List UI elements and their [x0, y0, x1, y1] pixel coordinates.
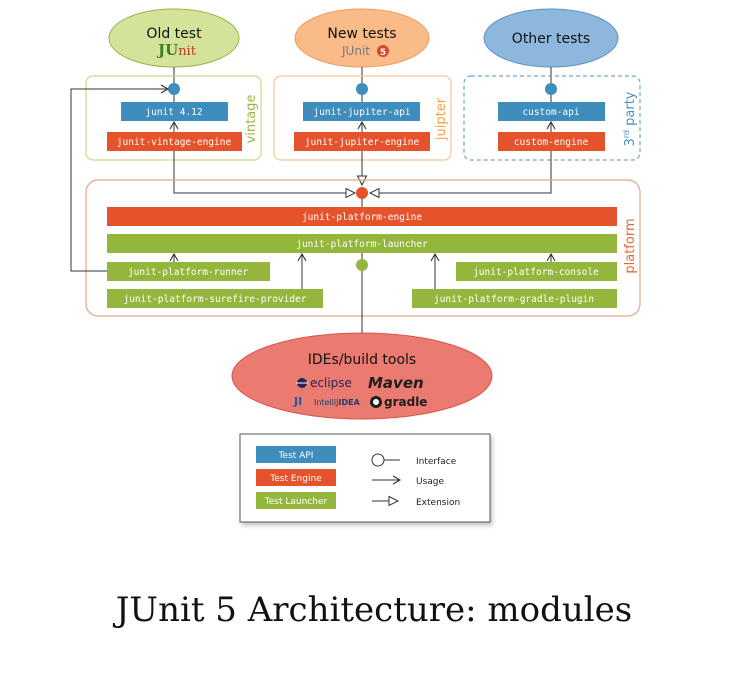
platform-label: platform	[623, 218, 638, 273]
diagram-caption: JUnit 5 Architecture: modules	[115, 590, 633, 630]
maven-logo: Maven	[368, 374, 424, 392]
platform-runner-box	[107, 262, 270, 281]
runner-loop-arrow	[70, 84, 170, 272]
platform-group: platform junit-platform-engine junit-pla…	[85, 179, 641, 317]
custom-engine-label: custom-engine	[514, 137, 589, 148]
legend-test-engine-label: Test Engine	[269, 474, 322, 484]
jupiter-engine-label: junit-jupiter-engine	[305, 137, 420, 148]
eclipse-label: eclipse	[310, 376, 352, 390]
vintage-extension-line	[173, 151, 357, 199]
vintage-interface-circle	[168, 83, 180, 95]
engine-interface-circle	[356, 187, 368, 199]
legend-usage-label: Usage	[416, 477, 445, 487]
platform-launcher-box	[107, 234, 617, 253]
platform-frame	[85, 179, 641, 317]
legend-test-api-label: Test API	[278, 451, 314, 461]
vintage-engine-label: junit-vintage-engine	[117, 137, 232, 148]
other-tests-group: Other tests	[483, 8, 619, 68]
legend-test-engine-swatch	[256, 469, 336, 486]
custom-api-box	[498, 102, 605, 121]
legend: Test API Test Engine Test Launcher Inter…	[239, 433, 491, 523]
platform-runner-label: junit-platform-runner	[128, 267, 248, 278]
platform-surefire-label: junit-platform-surefire-provider	[123, 294, 306, 305]
custom-engine-box	[498, 132, 605, 151]
tools-ellipse	[231, 332, 493, 420]
jupiter-engine-box	[294, 132, 430, 151]
jupiter-group: juipter junit-jupiter-api junit-jupiter-…	[273, 75, 452, 161]
jupiter-api-label: junit-jupiter-api	[313, 107, 411, 118]
new-tests-title: New tests	[327, 26, 396, 42]
custom-extension-line	[368, 151, 552, 199]
jupiter-api-box	[303, 102, 420, 121]
junit5-badge-circle	[377, 45, 389, 57]
vintage-label: vintage	[244, 95, 259, 144]
third-party-label: 3rd party	[622, 91, 638, 146]
other-tests-title: Other tests	[512, 31, 590, 47]
gradle-icon-inner	[373, 399, 379, 405]
legend-extension-label: Extension	[416, 498, 460, 508]
platform-console-box	[456, 262, 617, 281]
third-party-frame	[463, 75, 641, 161]
platform-launcher-label: junit-platform-launcher	[296, 239, 428, 250]
legend-test-launcher-label: Test Launcher	[264, 497, 328, 507]
intellij-icon: JI	[293, 395, 302, 408]
legend-test-launcher-swatch	[256, 492, 336, 509]
legend-interface-icon	[371, 453, 385, 467]
custom-api-label: custom-api	[522, 107, 579, 118]
platform-surefire-box	[107, 289, 323, 308]
tools-group: IDEs/build tools eclipse Maven JI Intell…	[231, 332, 493, 420]
jupiter-label: juipter	[434, 97, 449, 141]
new-tests-group: New tests JUnit 5	[294, 8, 430, 68]
junit4-logo: JUnit	[156, 41, 197, 59]
old-test-group: Old test JUnit	[108, 8, 240, 68]
third-party-group: 3rd party custom-api custom-engine	[463, 75, 641, 161]
tools-title: IDEs/build tools	[308, 352, 416, 368]
platform-console-label: junit-platform-console	[473, 267, 599, 278]
junit4-api-label: junit 4.12	[145, 107, 202, 118]
junit5-logo: JUnit	[341, 44, 370, 58]
old-test-title: Old test	[146, 26, 202, 42]
legend-test-api-swatch	[256, 446, 336, 463]
intellij-label: IntelliJIDEA	[314, 398, 361, 407]
jupiter-interface-circle	[356, 83, 368, 95]
vintage-engine-box	[107, 132, 242, 151]
legend-interface-label: Interface	[416, 457, 457, 467]
gradle-label: gradle	[384, 395, 427, 409]
platform-engine-label: junit-platform-engine	[302, 212, 422, 223]
launcher-interface-circle	[356, 259, 368, 271]
vintage-group: vintage junit 4.12 junit-vintage-engine	[85, 75, 262, 161]
junit4-api-box	[121, 102, 228, 121]
platform-gradle-box	[412, 289, 617, 308]
junit5-badge-text: 5	[380, 48, 386, 58]
platform-gradle-label: junit-platform-gradle-plugin	[434, 294, 594, 305]
third-party-interface-circle	[545, 83, 557, 95]
platform-engine-box	[107, 207, 617, 226]
